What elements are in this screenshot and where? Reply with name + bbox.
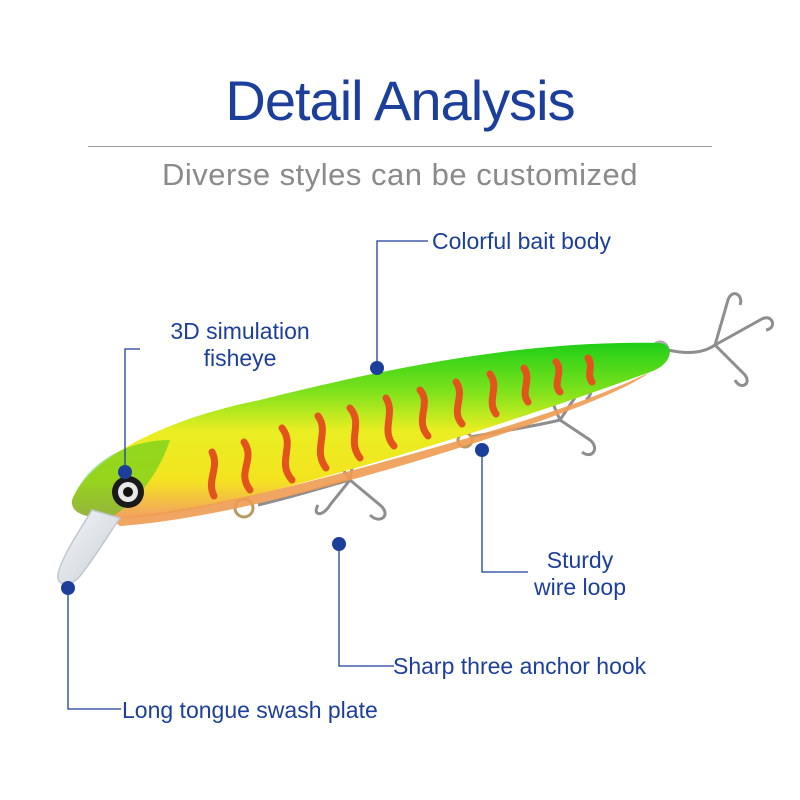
callout-loop-line2: wire loop xyxy=(533,574,627,600)
callout-dots xyxy=(61,361,489,595)
title-divider xyxy=(88,146,712,147)
callout-eye-label: 3D simulation fisheye xyxy=(140,318,340,372)
treble-hook-tail xyxy=(650,292,775,387)
callout-body-label: Colorful bait body xyxy=(432,228,611,254)
callout-loop-line1: Sturdy xyxy=(546,547,614,573)
swash-plate xyxy=(57,509,122,585)
fisheye-icon xyxy=(112,476,144,508)
lure-body xyxy=(71,342,670,519)
callout-eye-line2: fisheye xyxy=(203,345,277,371)
page-title: Detail Analysis xyxy=(225,69,575,132)
lure-stripes xyxy=(207,354,596,500)
callout-eye-line1: 3D simulation xyxy=(170,318,310,344)
callout-plate-label: Long tongue swash plate xyxy=(122,697,378,723)
callout-hook-label: Sharp three anchor hook xyxy=(393,653,647,679)
callout-lines xyxy=(67,240,528,710)
callout-loop-label: Sturdy wire loop xyxy=(515,547,645,601)
page-subtitle: Diverse styles can be customized xyxy=(161,157,639,192)
